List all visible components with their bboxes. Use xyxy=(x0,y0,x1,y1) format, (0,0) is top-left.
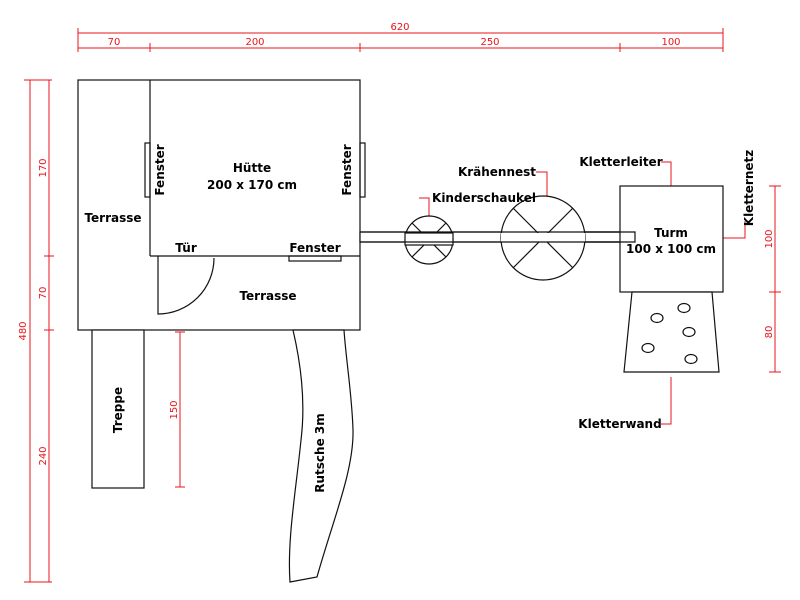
kinderschaukel-label: Kinderschaukel xyxy=(432,191,536,205)
dim-wall-80: 80 xyxy=(764,326,775,339)
turm-title: Turm xyxy=(654,226,688,240)
bridge-beam xyxy=(359,231,636,243)
terrasse-left-label: Terrasse xyxy=(84,211,141,225)
climbing-holds-icon xyxy=(641,302,698,365)
kletternetz-label: Kletternetz xyxy=(742,150,756,226)
turm-size: 100 x 100 cm xyxy=(626,242,716,256)
dim-inner-150: 150 xyxy=(169,400,180,419)
huette-size: 200 x 170 cm xyxy=(207,178,297,192)
dimension-lines xyxy=(24,28,781,583)
dim-terrasse-height: 70 xyxy=(38,287,49,300)
dim-huette-height: 170 xyxy=(38,158,49,177)
kletterleiter-label: Kletterleiter xyxy=(579,155,662,169)
rutsche-label: Rutsche 3m xyxy=(313,413,327,493)
kraehennest-label: Krähennest xyxy=(458,165,536,179)
dim-bridge-width: 250 xyxy=(480,37,499,48)
huette-title: Hütte xyxy=(233,161,271,175)
dim-total-width: 620 xyxy=(390,22,409,33)
dim-terrasse-width: 70 xyxy=(108,37,121,48)
dim-huette-width: 200 xyxy=(245,37,264,48)
kinderschaukel-icon xyxy=(360,215,635,265)
tuer-label: Tür xyxy=(175,241,197,255)
kletterwand-label: Kletterwand xyxy=(578,417,661,431)
treppe xyxy=(91,329,145,489)
kletterwand xyxy=(623,291,720,373)
terrasse-outline xyxy=(77,79,361,331)
fenster-bottom-window xyxy=(288,255,342,262)
fenster-right-window xyxy=(359,142,366,198)
turm xyxy=(619,185,724,293)
dim-treppe-height: 240 xyxy=(38,446,49,465)
dim-turm-width: 100 xyxy=(661,37,680,48)
rutsche-slide xyxy=(288,329,354,583)
terrasse-bottom-label: Terrasse xyxy=(239,289,296,303)
dim-total-height: 480 xyxy=(18,321,29,340)
fenster-right-label: Fenster xyxy=(340,144,354,195)
door-swing-icon xyxy=(157,256,215,315)
kraehennest-icon xyxy=(500,195,635,281)
fenster-left-label: Fenster xyxy=(153,144,167,195)
treppe-label: Treppe xyxy=(111,387,125,433)
dim-turm-100: 100 xyxy=(764,229,775,248)
fenster-left-window xyxy=(144,142,151,198)
fenster-bottom-label: Fenster xyxy=(289,241,340,255)
